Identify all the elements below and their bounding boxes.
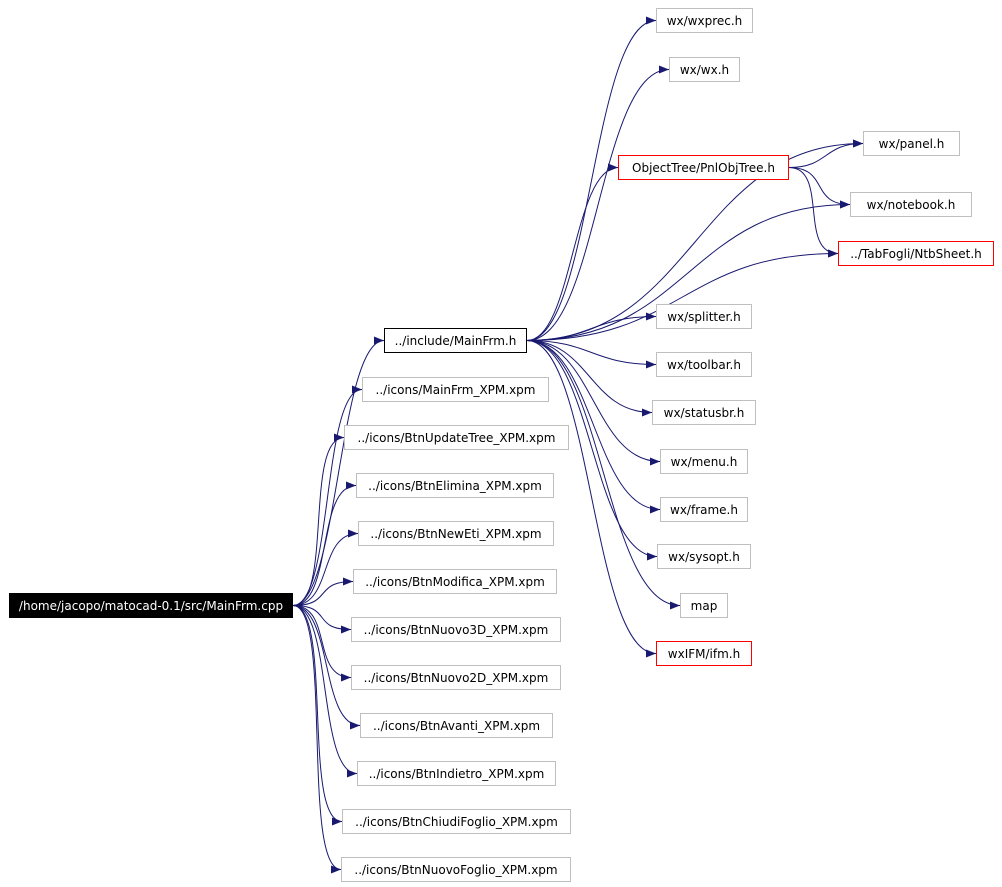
node-btnnuovofoglio-xpm[interactable]: ../icons/BtnNuovoFoglio_XPM.xpm — [341, 857, 571, 882]
edge-root-to-btn_indietro — [292, 605, 358, 778]
edge-main_frm_h-to-notebook — [526, 200, 851, 341]
edge-root-to-btn_nuovo_foglio — [292, 605, 342, 874]
node-btnchiudifoglio-xpm[interactable]: ../icons/BtnChiudiFoglio_XPM.xpm — [342, 809, 571, 834]
edge-main_frm_h-to-sysopt — [526, 340, 658, 561]
node-btnnuovo3d-xpm[interactable]: ../icons/BtnNuovo3D_XPM.xpm — [351, 617, 561, 642]
node-wx-wx-h[interactable]: wx/wx.h — [669, 57, 740, 82]
node-mainfrm-cpp[interactable]: /home/jacopo/matocad-0.1/src/MainFrm.cpp — [9, 593, 293, 618]
edge-root-to-btn_nuovo2d — [292, 605, 352, 682]
node-wx-toolbar-h[interactable]: wx/toolbar.h — [656, 352, 752, 377]
edge-root-to-btn_avanti — [292, 605, 361, 730]
node-mainfrm-xpm[interactable]: ../icons/MainFrm_XPM.xpm — [362, 377, 549, 402]
node-wx-statusbr-h[interactable]: wx/statusbr.h — [652, 400, 756, 425]
edge-main_frm_h-to-menu — [526, 340, 661, 466]
node-btnavanti-xpm[interactable]: ../icons/BtnAvanti_XPM.xpm — [360, 713, 553, 738]
edge-pnlobjtree-to-ntbsheet — [788, 167, 839, 258]
edge-root-to-btn_nuovo3d — [292, 605, 352, 634]
edge-root-to-main_frm_h — [292, 336, 385, 606]
edge-root-to-btn_modifica — [292, 577, 354, 606]
node-include-mainfrm-h[interactable]: ../include/MainFrm.h — [384, 328, 527, 353]
edge-root-to-btn_chiudi_foglio — [292, 605, 343, 826]
edge-main_frm_h-to-pnlobjtree — [526, 163, 619, 341]
node-wxifm-ifm-h[interactable]: wxIFM/ifm.h — [656, 641, 752, 666]
edge-main_frm_h-to-statusbr — [526, 340, 653, 417]
node-map[interactable]: map — [680, 593, 728, 618]
edge-main_frm_h-to-toolbar — [526, 340, 657, 369]
edge-root-to-btn_elimina — [292, 481, 357, 606]
edge-pnlobjtree-to-panel — [788, 139, 864, 168]
node-btnindietro-xpm[interactable]: ../icons/BtnIndietro_XPM.xpm — [357, 761, 556, 786]
edge-main_frm_h-to-splitter — [526, 312, 657, 341]
edge-main_frm_h-to-wx — [526, 65, 670, 341]
node-pnlobjtree-h[interactable]: ObjectTree/PnlObjTree.h — [618, 155, 789, 180]
node-ntbsheet-h[interactable]: ../TabFogli/NtbSheet.h — [838, 241, 994, 266]
node-btnelimina-xpm[interactable]: ../icons/BtnElimina_XPM.xpm — [356, 473, 554, 498]
edge-main_frm_h-to-map — [526, 340, 681, 610]
edge-pnlobjtree-to-notebook — [788, 167, 851, 209]
edge-main_frm_h-to-frame — [526, 340, 661, 514]
edge-main_frm_h-to-ifm — [526, 340, 657, 658]
node-wx-menu-h[interactable]: wx/menu.h — [660, 449, 748, 474]
node-wx-splitter-h[interactable]: wx/splitter.h — [656, 304, 752, 329]
edge-main_frm_h-to-wxprec — [526, 16, 657, 341]
node-btnmodifica-xpm[interactable]: ../icons/BtnModifica_XPM.xpm — [353, 569, 557, 594]
node-btnneweti-xpm[interactable]: ../icons/BtnNewEti_XPM.xpm — [358, 521, 554, 546]
node-wx-sysopt-h[interactable]: wx/sysopt.h — [657, 544, 751, 569]
node-wx-wxprec-h[interactable]: wx/wxprec.h — [656, 8, 753, 33]
node-wx-frame-h[interactable]: wx/frame.h — [660, 497, 748, 522]
edge-root-to-mainfrm_xpm — [292, 385, 363, 606]
edge-main_frm_h-to-ntbsheet — [526, 249, 839, 341]
node-wx-panel-h[interactable]: wx/panel.h — [863, 131, 960, 156]
node-wx-notebook-h[interactable]: wx/notebook.h — [850, 192, 972, 217]
edge-root-to-btn_new_eti — [292, 529, 359, 606]
node-btnupdatetree-xpm[interactable]: ../icons/BtnUpdateTree_XPM.xpm — [344, 425, 569, 450]
edge-root-to-btn_update_tree — [292, 433, 345, 606]
node-btnnuovo2d-xpm[interactable]: ../icons/BtnNuovo2D_XPM.xpm — [351, 665, 561, 690]
